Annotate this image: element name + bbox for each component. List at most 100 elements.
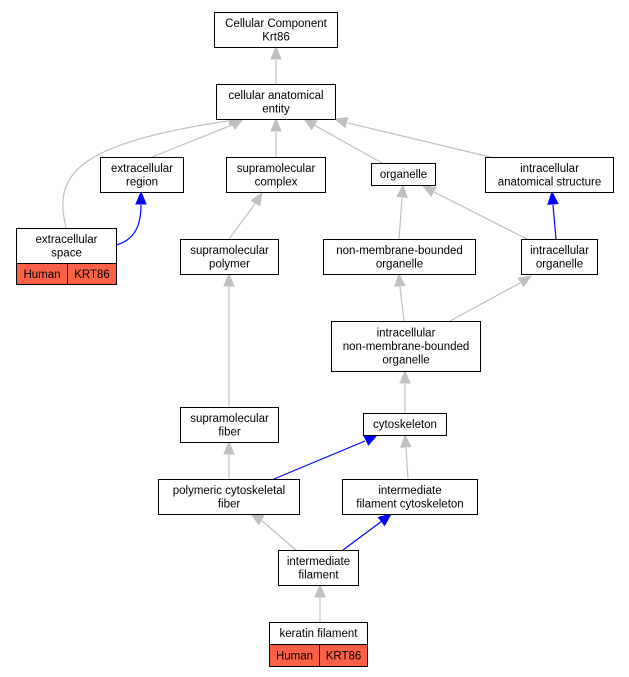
edge-arrowhead	[517, 275, 533, 288]
node-organelle[interactable]: organelle	[371, 163, 436, 186]
edge-intermediate_filament_cytoskeleton-to-cytoskeleton	[400, 433, 412, 480]
node-label-line: intermediate	[378, 485, 441, 497]
edge-line	[342, 520, 383, 551]
edge-arrowhead	[314, 583, 326, 598]
edge-intermediate_filament-to-intermediate_filament_cytoskeleton	[342, 513, 393, 551]
node-label-line: intracellular	[530, 245, 589, 257]
node-label-line: non-membrane-bounded	[336, 245, 463, 257]
node-box	[363, 413, 447, 436]
node-intracellular-nmb-organelle[interactable]: intracellularnon-membrane-boundedorganel…	[331, 321, 481, 372]
edge-keratin_filament-to-intermediate_filament	[314, 583, 326, 622]
node-box	[323, 239, 476, 275]
edge-intermediate_filament-to-polymeric_cytoskeletal_fiber	[249, 513, 297, 551]
node-box	[216, 84, 336, 120]
node-label-line: supramolecular	[190, 413, 269, 425]
edge-line	[552, 204, 557, 240]
node-label-line: organelle	[536, 258, 583, 270]
edge-line	[398, 197, 403, 240]
edge-supramolecular_polymer-to-supramolecular_complex	[228, 191, 263, 240]
edge-intracellular_nmb_organelle-to-non_membrane_bounded_organelle	[394, 272, 406, 322]
node-label-line: filament cytoskeleton	[356, 498, 463, 510]
edge-line	[260, 519, 297, 551]
node-box	[485, 157, 614, 193]
edge-polymeric_cytoskeletal_fiber-to-cytoskeleton	[273, 434, 379, 480]
edge-line	[115, 204, 142, 246]
edge-arrowhead	[333, 117, 349, 129]
node-label-line: supramolecular	[190, 245, 269, 257]
edge-line	[151, 124, 233, 158]
edge-line	[228, 203, 256, 240]
edge-polymeric_cytoskeletal_fiber-to-supramolecular_fiber	[223, 440, 235, 479]
node-label-line: complex	[255, 176, 298, 188]
node-label-line: intermediate	[287, 556, 350, 568]
annotation-species-label: Human	[23, 269, 60, 281]
edge-line	[449, 282, 521, 322]
edge-cytoskeleton-to-intracellular_nmb_organelle	[399, 369, 411, 413]
edge-line	[405, 447, 409, 480]
node-box	[331, 321, 481, 372]
node-box	[226, 157, 326, 193]
node-label-line: entity	[262, 103, 290, 115]
node-label-line: fiber	[218, 426, 241, 438]
node-cytoskeleton[interactable]: cytoskeleton	[363, 413, 447, 436]
node-label-line: keratin filament	[280, 628, 359, 640]
edge-supramolecular_complex-to-cellular_anatomical_entity	[270, 117, 282, 157]
edge-intracellular_nmb_organelle-to-intracellular_organelle	[449, 275, 533, 322]
edge-arrowhead	[377, 513, 393, 527]
node-label-line: cytoskeleton	[373, 419, 437, 431]
edge-arrowhead	[270, 45, 282, 60]
node-box	[180, 407, 279, 443]
edge-cellular_anatomical_entity-to-cellular_component	[270, 45, 282, 84]
edges-layer	[62, 45, 559, 622]
edge-arrowhead	[394, 272, 406, 287]
edge-arrowhead	[547, 190, 559, 205]
node-box	[278, 550, 359, 586]
node-label-line: cellular anatomical	[228, 90, 323, 102]
edge-supramolecular_fiber-to-supramolecular_polymer	[223, 272, 235, 407]
node-label-line: organelle	[382, 355, 429, 367]
edge-extracellular_space-to-extracellular_region	[115, 190, 147, 246]
node-label-line: space	[51, 247, 82, 259]
edge-arrowhead	[396, 183, 408, 198]
node-label-line: Cellular Component	[225, 18, 327, 30]
node-label-line: non-membrane-bounded	[343, 341, 470, 353]
node-label-line: polymer	[209, 258, 250, 270]
node-label-line: region	[126, 176, 158, 188]
edge-arrowhead	[270, 117, 282, 132]
node-label-line: organelle	[380, 169, 427, 181]
node-label-line: organelle	[376, 258, 423, 270]
annotation-gene-cell	[67, 263, 117, 285]
edge-arrowhead	[400, 433, 412, 448]
node-box	[342, 479, 478, 515]
node-label-line: extracellular	[36, 234, 98, 246]
node-label-line: anatomical structure	[498, 176, 602, 188]
edge-line	[433, 191, 528, 240]
node-box	[16, 228, 117, 264]
edge-arrowhead	[223, 272, 235, 287]
node-box	[180, 239, 279, 275]
edge-arrowhead	[250, 191, 263, 207]
edge-arrowhead	[135, 190, 147, 205]
node-label-line: intracellular	[520, 163, 579, 175]
edge-intracellular_organelle-to-organelle	[421, 185, 528, 240]
edge-arrowhead	[399, 369, 411, 384]
edge-line	[399, 286, 405, 322]
edge-arrowhead	[249, 513, 265, 526]
